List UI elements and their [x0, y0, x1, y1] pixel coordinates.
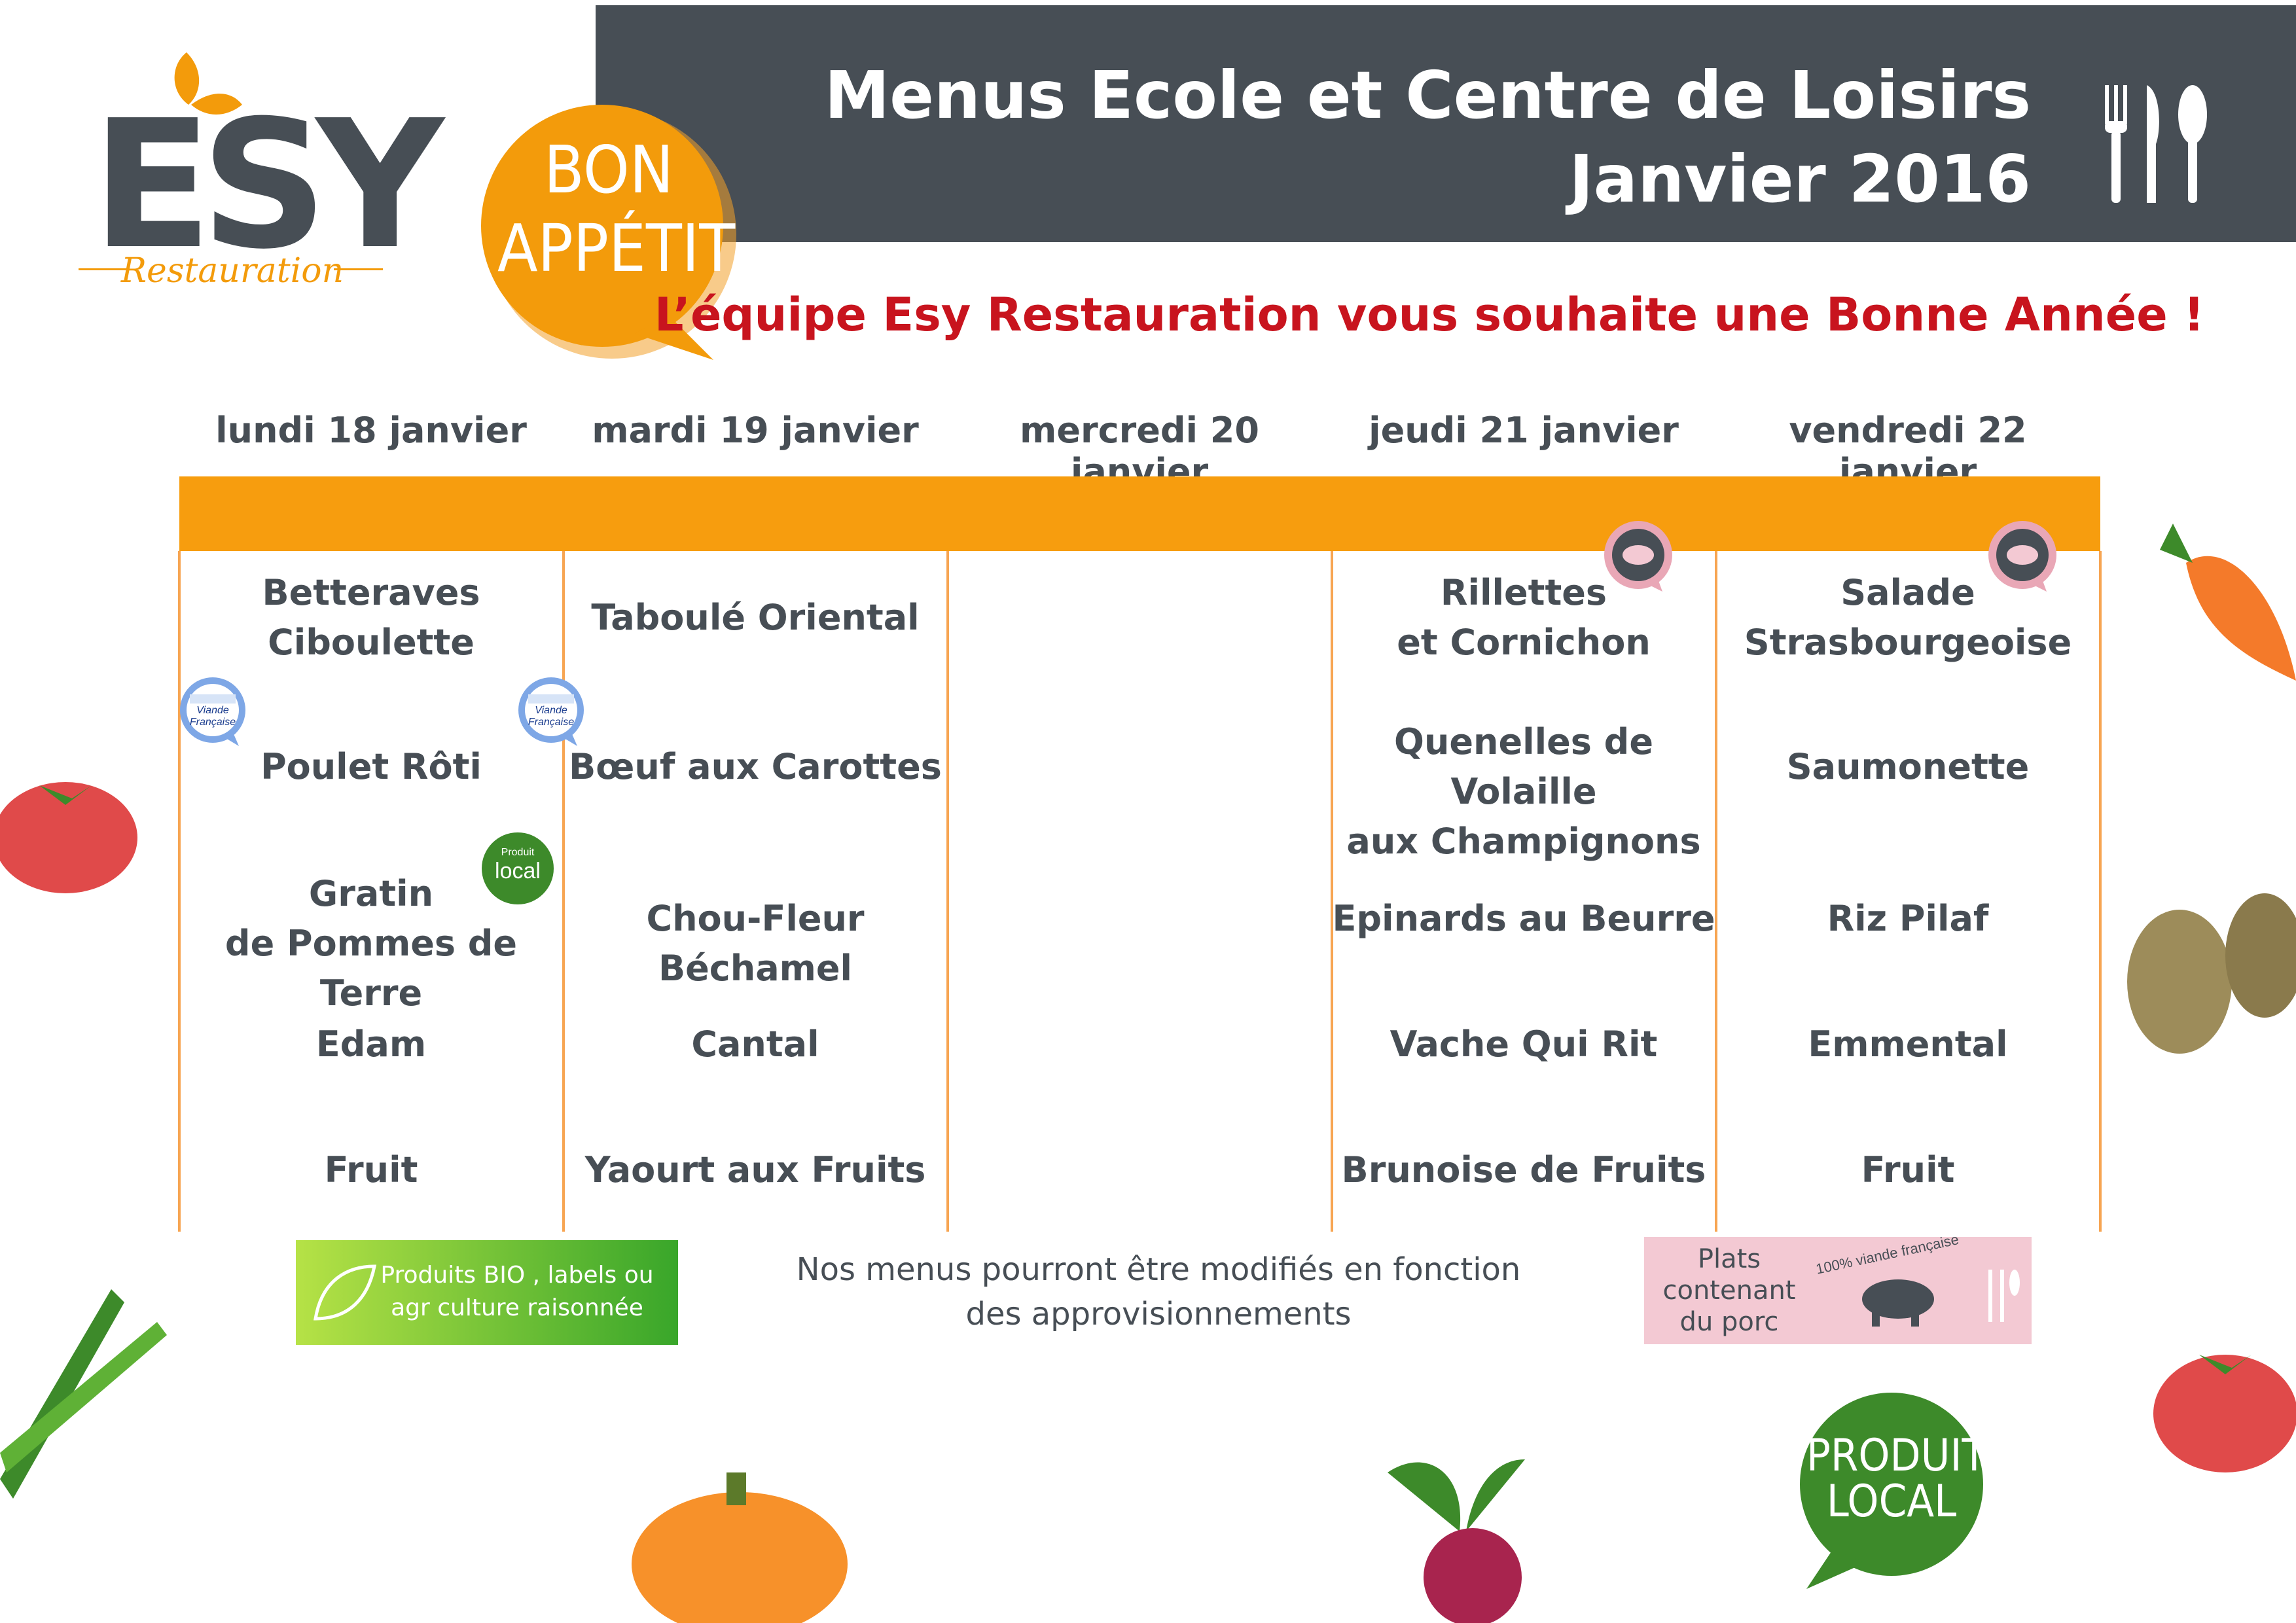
column-divider	[2099, 551, 2102, 1232]
viande-francaise-badge: Viande Française	[515, 677, 587, 753]
menu-item-dessert: Fruit	[324, 1149, 418, 1190]
menu-item-dessert: Brunoise de Fruits	[1341, 1149, 1706, 1190]
produit-local-small-main: local	[495, 859, 541, 883]
page-title: Menus Ecole et Centre de Loisirs Janvier…	[825, 54, 2031, 221]
menu-item-side: Chou-Fleur Béchamel	[646, 898, 865, 989]
viande-francaise-icon	[518, 677, 584, 746]
bon-appetit-bubble-icon	[481, 105, 736, 360]
carrot-icon	[2160, 524, 2296, 681]
day-header-lundi: lundi 18 janvier	[215, 410, 527, 451]
header-band	[596, 5, 2296, 242]
esy-logo-leaf-icon	[79, 52, 383, 270]
menu-item-starter: Salade Strasbourgeoise	[1744, 572, 2072, 663]
produit-local-icon	[482, 832, 554, 904]
menu-item-starter: Rillettes et Cornichon	[1397, 572, 1651, 663]
viande-francaise-text: Viande Française	[528, 705, 575, 728]
tomato-icon	[0, 782, 137, 893]
table-header-bar	[179, 476, 2100, 551]
menu-item-main: Saumonette	[1786, 746, 2030, 787]
menu-item-cheese: Edam	[315, 1024, 427, 1065]
produit-local-large-text: PRODUIT LOCAL	[1806, 1430, 1986, 1527]
menu-item-cheese: Emmental	[1808, 1024, 2008, 1065]
page-title-line2: Janvier 2016	[1569, 141, 2031, 217]
bon-appetit-line2: APPÉTIT	[497, 210, 736, 287]
greeting-message: L’équipe Esy Restauration vous souhaite …	[654, 288, 2204, 342]
menu-item-cheese: Vache Qui Rit	[1390, 1024, 1658, 1065]
produit-local-badge: Produit local	[482, 832, 554, 908]
viande-francaise-badge: Viande Française	[177, 677, 249, 753]
logo-subtitle: Restauration	[120, 251, 344, 291]
porc-label-text: Plats contenant du porc	[1662, 1244, 1796, 1337]
bio-label-leaf-icon	[296, 1240, 678, 1345]
pork-badge-icon	[1604, 521, 1672, 592]
produit-local-large-icon	[1800, 1393, 1983, 1589]
day-header-mardi: mardi 19 janvier	[592, 410, 919, 451]
menu-item-side: Riz Pilaf	[1827, 898, 1989, 939]
viande-francaise-icon	[180, 677, 245, 746]
menu-item-main: Poulet Rôti	[260, 746, 482, 787]
pumpkin-icon	[632, 1472, 848, 1623]
column-divider	[562, 551, 565, 1232]
menu-item-side: Epinards au Beurre	[1332, 898, 1715, 939]
menu-item-dessert: Yaourt aux Fruits	[584, 1149, 926, 1190]
cutlery-small-icon	[1988, 1270, 2020, 1322]
produit-local-small-top: Produit	[501, 847, 535, 858]
column-divider	[946, 551, 949, 1232]
menu-item-main: Bœuf aux Carottes	[569, 746, 942, 787]
column-divider	[1331, 551, 1333, 1232]
bio-label-text: Produits BIO , labels ou agr culture rai…	[380, 1262, 654, 1321]
menu-item-cheese: Cantal	[691, 1024, 819, 1065]
tomato-icon	[2153, 1355, 2296, 1472]
beet-icon	[1388, 1459, 1525, 1623]
menu-item-side: Gratin de Pommes de Terre	[224, 873, 518, 1014]
bon-appetit-text: BON APPÉTIT	[497, 131, 736, 288]
column-divider	[178, 551, 181, 1232]
page-title-line1: Menus Ecole et Centre de Loisirs	[824, 57, 2031, 134]
viande-francaise-text: Viande Française	[189, 705, 236, 728]
cutlery-icon	[2105, 85, 2207, 203]
produit-local-line1: PRODUIT	[1806, 1430, 1986, 1482]
logo-brand: ESY	[92, 82, 444, 288]
bon-appetit-line1: BON	[543, 132, 674, 208]
day-header-jeudi: jeudi 21 janvier	[1369, 410, 1679, 451]
menu-item-main: Quenelles de Volaille aux Champignons	[1346, 721, 1701, 862]
pig-icon	[1862, 1279, 1934, 1327]
pork-badge-icon	[1988, 521, 2056, 592]
menu-item-starter: Taboulé Oriental	[591, 597, 920, 638]
menu-item-dessert: Fruit	[1861, 1149, 1955, 1190]
column-divider	[1715, 551, 1717, 1232]
porc-label	[1644, 1237, 2032, 1344]
menu-item-starter: Betteraves Ciboulette	[262, 572, 480, 663]
footer-note: Nos menus pourront être modifiés en fonc…	[796, 1251, 1521, 1332]
day-header-mercredi: mercredi 20 janvier	[1020, 410, 1259, 492]
produit-local-line2: LOCAL	[1826, 1476, 1957, 1527]
leek-icon	[0, 1289, 167, 1499]
potato-icon	[2127, 893, 2296, 1054]
